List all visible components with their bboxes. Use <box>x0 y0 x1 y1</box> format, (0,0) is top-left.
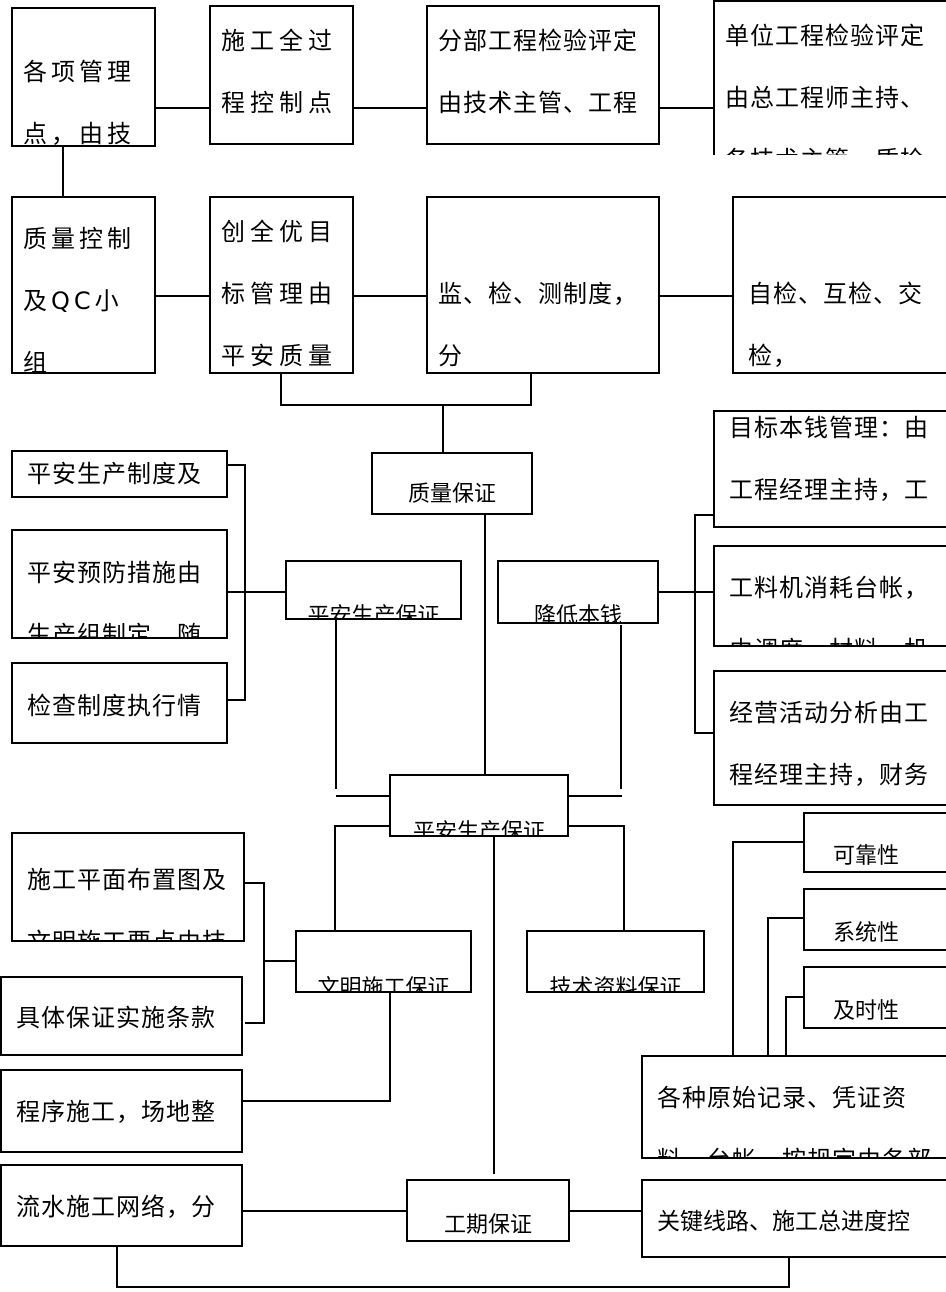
box-flow-network-text: 流水施工网络，分项 <box>16 1193 216 1221</box>
box-check-exec: 检查制度执行情 <box>11 662 228 744</box>
box-cost-reduce: 降低本钱 <box>497 560 659 624</box>
box-self-check: 自检、互检、交检， <box>732 196 946 374</box>
box-check-exec-text: 检查制度执行情 <box>27 692 202 720</box>
box-safety-assure-text: 平安生产保证 <box>307 604 440 620</box>
box-critical-path: 关键线路、施工总进度控 <box>641 1179 946 1258</box>
box-civil-assure-text: 文明施工保证 <box>317 976 450 993</box>
box-cost-reduce-text: 降低本钱 <box>533 604 622 624</box>
box-timeliness-text: 及时性 <box>832 999 899 1024</box>
box-safety-assure: 平安生产保证 <box>285 560 462 620</box>
box-material-ledger-text: 工料机消耗台帐， 由调度、材料、机电 <box>729 574 929 645</box>
box-site-plan: 施工平面布置图及 文明施工要点由技 <box>11 832 245 942</box>
box-business-analysis-text: 经营活动分析由工 程经理主持，财务 <box>729 699 929 789</box>
box-program-site-text: 程序施工，场地整 <box>16 1098 216 1126</box>
box-sub-eval-text: 分部工程检验评定 由技术主管、工程 <box>438 27 638 117</box>
box-material-ledger: 工料机消耗台帐， 由调度、材料、机电 <box>713 545 946 647</box>
box-guarantee-terms: 具体保证实施条款 <box>0 976 243 1056</box>
box-quality-text: 质量保证 <box>407 482 496 507</box>
box-self-check-text: 自检、互检、交检， <box>748 280 923 370</box>
box-civil-assure: 文明施工保证 <box>295 930 472 993</box>
box-safety-center: 平安生产保证 <box>389 774 569 837</box>
box-systematic: 系统性 <box>803 888 946 951</box>
box-unit-eval: 单位工程检验评定 由总工程师主持、 各技术主管、质检 <box>713 0 946 155</box>
box-tech-docs: 技术资料保证 <box>526 930 705 993</box>
box-reliability-text: 可靠性 <box>832 844 899 869</box>
box-flow-network: 流水施工网络，分项 <box>0 1164 243 1247</box>
box-safety-prevent: 平安预防措施由 生产组制定，随生 <box>11 529 228 639</box>
box-safety-center-text: 平安生产保证 <box>412 820 545 837</box>
box-sub-eval: 分部工程检验评定 由技术主管、工程 <box>426 5 660 145</box>
box-excellence: 创全优目 标管理由 平安质量 <box>209 196 354 374</box>
box-qc-group: 质量控制 及QC小组 活动由施 <box>11 196 156 374</box>
box-qc-group-text: 质量控制 及QC小组 活动由施 <box>23 225 135 374</box>
box-schedule-text: 工期保证 <box>443 1213 532 1238</box>
box-site-plan-text: 施工平面布置图及 文明施工要点由技 <box>27 866 227 942</box>
box-mgmt-points: 各项管理 点，由技术 <box>11 7 156 147</box>
box-safety-rules: 平安生产制度及 <box>11 450 228 498</box>
box-cost-target-text: 目标本钱管理：由 工程经理主持，工 <box>729 414 929 504</box>
box-process-control: 施工全过 程控制点 <box>209 5 354 145</box>
box-unit-eval-text: 单位工程检验评定 由总工程师主持、 各技术主管、质检 <box>725 22 925 155</box>
box-reliability: 可靠性 <box>803 812 946 873</box>
box-program-site: 程序施工，场地整 <box>0 1069 243 1153</box>
box-inspection-text: 监、检、测制度，分 别由监理、工程经 <box>438 280 638 370</box>
box-original-records: 各种原始记录、凭证资 料、台帐、按规定由各部 <box>641 1055 946 1159</box>
box-tech-docs-text: 技术资料保证 <box>549 976 682 993</box>
box-safety-prevent-text: 平安预防措施由 生产组制定，随生 <box>27 559 202 639</box>
box-cost-target: 目标本钱管理：由 工程经理主持，工 <box>713 410 946 528</box>
box-mgmt-points-text: 各项管理 点，由技术 <box>23 58 135 147</box>
box-excellence-text: 创全优目 标管理由 平安质量 <box>221 218 337 370</box>
box-business-analysis: 经营活动分析由工 程经理主持，财务 <box>713 670 946 806</box>
box-quality: 质量保证 <box>371 452 533 515</box>
box-original-records-text: 各种原始记录、凭证资 料、台帐、按规定由各部 <box>657 1084 931 1157</box>
box-process-control-text: 施工全过 程控制点 <box>221 27 337 117</box>
box-critical-path-text: 关键线路、施工总进度控 <box>657 1209 910 1235</box>
box-inspection: 监、检、测制度，分 别由监理、工程经 <box>426 196 660 374</box>
box-systematic-text: 系统性 <box>832 921 899 946</box>
box-schedule: 工期保证 <box>406 1179 570 1242</box>
box-guarantee-terms-text: 具体保证实施条款 <box>16 1004 216 1032</box>
box-safety-rules-text: 平安生产制度及 <box>27 460 202 488</box>
box-timeliness: 及时性 <box>803 966 946 1029</box>
